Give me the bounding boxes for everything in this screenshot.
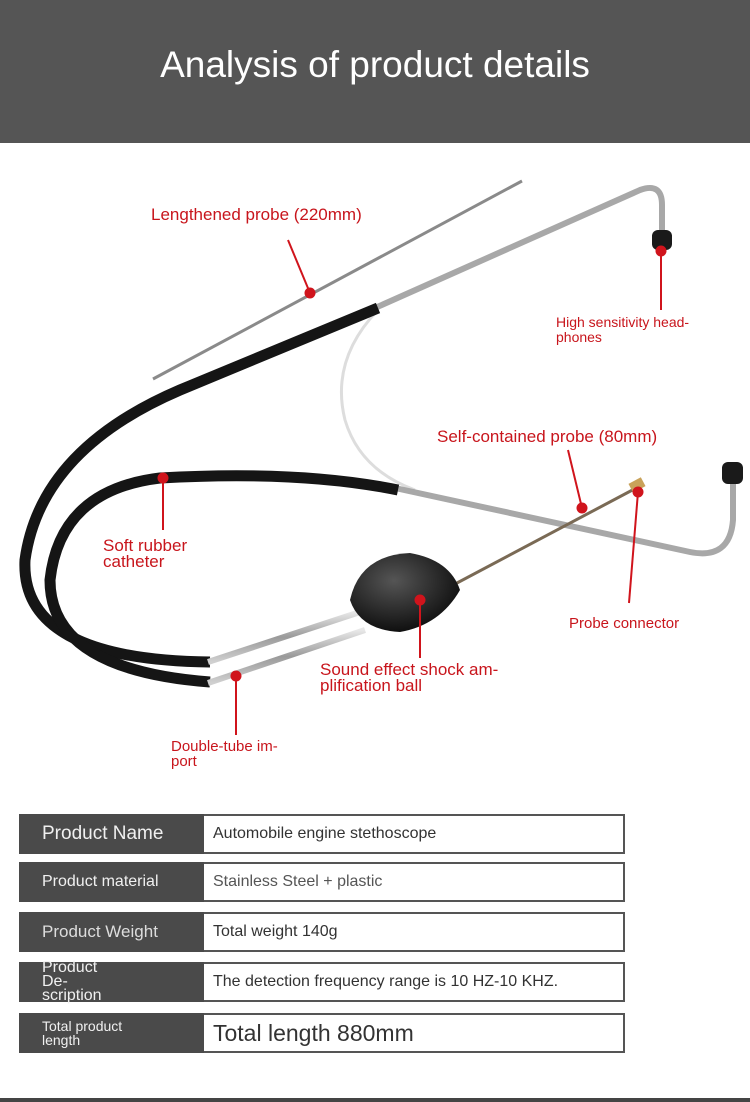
header-banner: Analysis of product details — [0, 0, 750, 143]
spec-value: Stainless Steel + plastic — [204, 862, 625, 902]
spec-label: Product De-scription — [19, 960, 204, 1004]
page-title: Analysis of product details — [160, 44, 590, 85]
upper-earpiece — [652, 230, 672, 250]
spec-label: Total product length — [19, 1013, 204, 1053]
spec-row-material: Product material Stainless Steel + plast… — [19, 862, 625, 902]
spec-label: Product material — [19, 862, 204, 902]
spec-value: Automobile engine stethoscope — [204, 814, 625, 854]
spec-row-name: Product Name Automobile engine stethosco… — [19, 814, 625, 854]
annotation-double-tube: Double-tube im-port — [171, 738, 278, 770]
spec-label: Product Name — [19, 814, 204, 854]
self-contained-probe-rod — [439, 484, 641, 594]
annotation-headphones: High sensitivity head-phones — [556, 314, 690, 345]
spec-label: Product Weight — [19, 912, 204, 952]
annotation-probe-connector: Probe connector — [569, 615, 680, 632]
spec-row-length: Total product length Total length 880mm — [19, 1013, 625, 1053]
annotation-self-contained-probe: Self-contained probe (80mm) — [437, 427, 658, 446]
annotation-sound-ball: Sound effect shock am-plification ball — [320, 660, 499, 695]
spec-value: Total length 880mm — [204, 1013, 625, 1053]
bottom-divider — [0, 1098, 750, 1102]
spec-row-description: Product De-scription The detection frequ… — [19, 960, 625, 1004]
annotation-lengthened-probe: Lengthened probe (220mm) — [151, 205, 362, 224]
spec-row-weight: Product Weight Total weight 140g — [19, 912, 625, 952]
spec-value: Total weight 140g — [204, 912, 625, 952]
amplification-ball — [350, 553, 460, 632]
stethoscope-illustration — [19, 179, 743, 735]
annotation-soft-rubber-catheter: Soft rubber catheter — [103, 536, 188, 571]
lengthened-probe-rod — [152, 179, 523, 381]
spec-value: The detection frequency range is 10 HZ-1… — [204, 962, 625, 1002]
lower-steel-arm — [394, 482, 736, 557]
lower-earpiece — [722, 462, 743, 484]
rubber-tube-lower — [44, 470, 400, 688]
upper-steel-arm — [373, 184, 665, 311]
